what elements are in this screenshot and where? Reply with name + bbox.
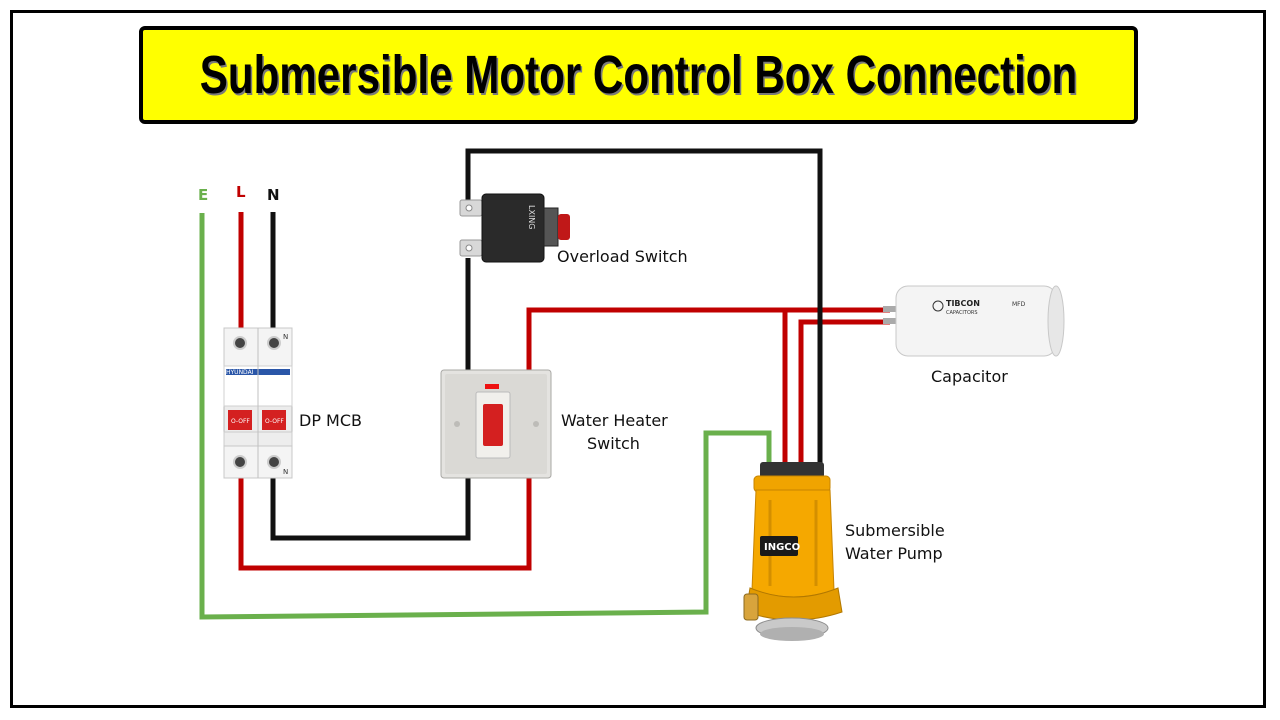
overload-switch <box>459 193 570 263</box>
mcb-pole-n-top: N <box>283 333 288 341</box>
pump-label-line2: Water Pump <box>845 544 943 563</box>
mcb-pole-n-bottom: N <box>283 468 288 476</box>
dp-mcb <box>223 327 293 479</box>
submersible-pump <box>743 462 843 641</box>
capacitor-lead-b <box>798 319 890 470</box>
earth-terminal-label: E <box>198 186 209 204</box>
diagram-frame <box>10 10 1266 708</box>
pump-brand-text: INGCO <box>764 542 800 553</box>
neutral-wire-overload-to-pump <box>465 148 823 470</box>
mcb-label: DP MCB <box>299 411 363 430</box>
mcb-off-left: O-OFF <box>231 418 250 425</box>
capacitor-label: Capacitor <box>931 367 1008 386</box>
line-wire-mcb-out <box>238 478 532 571</box>
capacitor-brand-sub-text: CAPACITORS <box>946 310 978 316</box>
overload-brand-text: LXING <box>527 205 536 229</box>
earth-wire <box>199 213 772 620</box>
diagram-title: Submersible Motor Control Box Connection <box>199 45 1078 105</box>
pump-label-line1: Submersible <box>845 521 945 540</box>
heater-switch-label-line2: Switch <box>587 434 640 453</box>
water-heater-switch <box>440 369 552 479</box>
title-banner: Submersible Motor Control Box Connection <box>139 26 1138 124</box>
mcb-brand-text: HYUNDAI <box>226 369 254 376</box>
line-terminal-label: L <box>236 183 246 201</box>
heater-switch-label-line1: Water Heater <box>561 411 668 430</box>
mcb-off-right: O-OFF <box>265 418 284 425</box>
neutral-wire-out <box>270 258 471 541</box>
neutral-terminal-label: N <box>267 186 280 204</box>
capacitor-brand-text: TIBCON <box>946 299 980 308</box>
line-wire-switch-to-capacitor <box>526 307 890 370</box>
capacitor-mfd-text: MFD <box>1012 301 1026 308</box>
overload-label: Overload Switch <box>557 247 688 266</box>
capacitor <box>883 285 1065 357</box>
